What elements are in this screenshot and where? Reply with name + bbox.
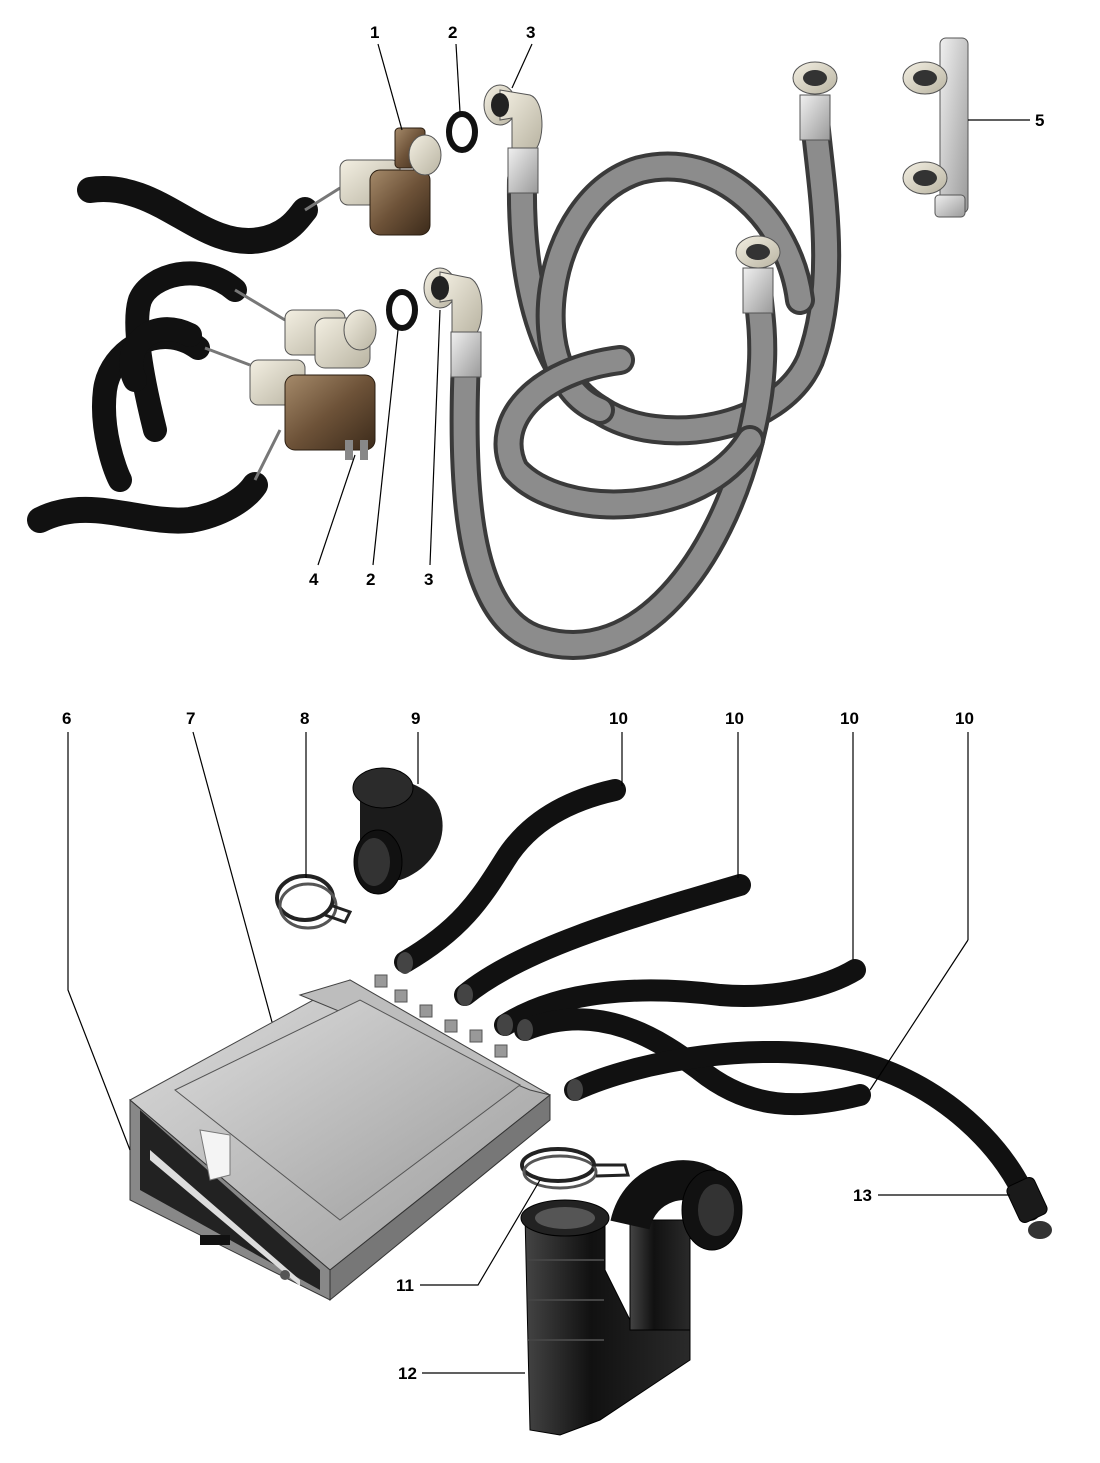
inlet-valve-double — [27, 261, 377, 534]
hose-elbow-lower — [423, 267, 483, 378]
detergent-dispenser-tray — [174, 974, 521, 1221]
svg-text:11: 11 — [396, 1276, 414, 1295]
svg-text:6: 6 — [62, 709, 71, 728]
callout-10-c: 10 — [840, 709, 859, 960]
y-connector — [902, 37, 969, 218]
hose-end-fitting — [1006, 1177, 1052, 1239]
drain-hose-2 — [454, 874, 751, 1006]
inlet-hose-long — [506, 61, 842, 446]
rubber-elbow — [352, 767, 443, 895]
svg-text:10: 10 — [840, 709, 859, 728]
svg-text:10: 10 — [725, 709, 744, 728]
callout-1: 1 — [370, 23, 403, 131]
svg-text:7: 7 — [186, 709, 195, 728]
callout-3-top: 3 — [511, 23, 535, 89]
drain-trap — [520, 1160, 743, 1436]
svg-text:1: 1 — [370, 23, 379, 42]
callout-2-lower: 2 — [366, 329, 399, 589]
drain-hose-5 — [564, 1040, 1041, 1221]
svg-text:9: 9 — [411, 709, 420, 728]
svg-text:8: 8 — [300, 709, 309, 728]
inlet-valve-single — [77, 127, 442, 254]
svg-text:10: 10 — [609, 709, 628, 728]
svg-text:10: 10 — [955, 709, 974, 728]
callout-12: 12 — [398, 1364, 525, 1383]
hose-clamp-small — [275, 874, 353, 930]
callout-4: 4 — [309, 454, 356, 589]
callout-11: 11 — [396, 1179, 541, 1295]
svg-text:4: 4 — [309, 570, 319, 589]
callout-9: 9 — [411, 709, 420, 784]
svg-text:5: 5 — [1035, 111, 1044, 130]
o-ring-top — [446, 111, 478, 153]
callout-6: 6 — [62, 709, 131, 1151]
o-ring-lower — [386, 289, 418, 331]
hose-elbow-top — [483, 84, 543, 151]
hose-clamp-large — [520, 1147, 630, 1190]
drain-hose-3 — [494, 959, 866, 1036]
svg-text:3: 3 — [424, 570, 433, 589]
svg-text:2: 2 — [366, 570, 375, 589]
svg-text:2: 2 — [448, 23, 457, 42]
svg-text:13: 13 — [853, 1186, 872, 1205]
inlet-hose-short — [449, 235, 781, 660]
callout-10-a: 10 — [609, 709, 628, 786]
callout-3-lower: 3 — [424, 309, 441, 589]
callout-7: 7 — [186, 709, 273, 1023]
callout-5: 5 — [968, 111, 1044, 130]
callout-10-d: 10 — [869, 709, 974, 1091]
callout-13: 13 — [853, 1186, 1010, 1205]
svg-text:3: 3 — [526, 23, 535, 42]
drain-hose-1 — [394, 779, 626, 974]
callout-10-b: 10 — [725, 709, 744, 878]
drain-hose-4 — [514, 1008, 871, 1116]
svg-text:12: 12 — [398, 1364, 417, 1383]
callout-2-top: 2 — [448, 23, 461, 113]
callout-8: 8 — [300, 709, 309, 878]
